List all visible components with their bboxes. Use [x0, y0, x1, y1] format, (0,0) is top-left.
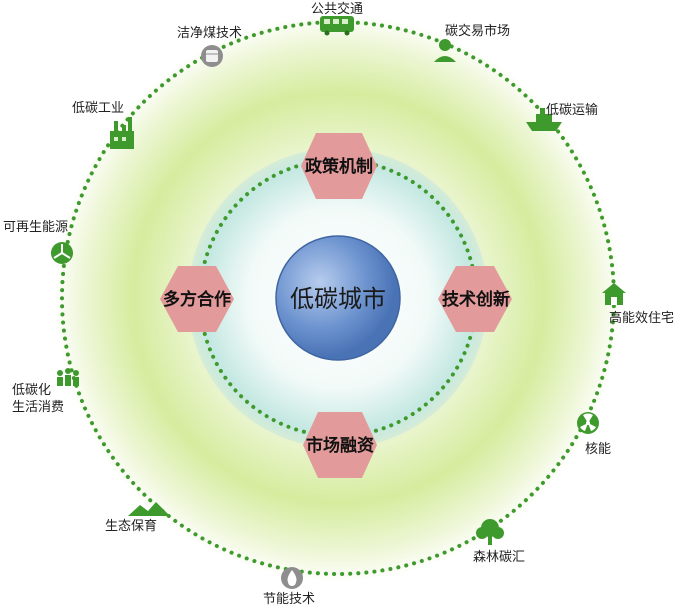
landscape-icon: [128, 502, 170, 516]
label-low-carbon-transport: 低碳运输: [546, 103, 599, 118]
ship-icon: [526, 108, 562, 131]
wind-turbine-icon: [51, 242, 73, 264]
hexagon-bottom: [303, 412, 377, 478]
pillar-top-label: 政策机制: [305, 156, 373, 177]
nuclear-icon: [577, 412, 599, 434]
trader-icon: [434, 39, 456, 62]
label-clean-coal-tech: 洁净煤技术: [177, 26, 243, 41]
label-low-carbon-consumption-1: 低碳化: [12, 383, 52, 398]
label-efficient-housing: 高能效住宅: [609, 311, 675, 326]
hexagon-top: [301, 133, 377, 199]
tree-icon: [476, 519, 504, 545]
label-low-carbon-consumption-2: 生活消费: [12, 400, 65, 415]
hexagon-left: [160, 266, 234, 332]
center-label: 低碳城市: [290, 285, 386, 313]
factory-icon: [110, 117, 134, 149]
coal-icon: [201, 45, 223, 67]
label-nuclear: 核能: [585, 442, 612, 457]
label-renewable-energy: 可再生能源: [3, 220, 69, 235]
bus-icon: [320, 16, 354, 36]
house-icon: [602, 283, 626, 305]
pillar-bottom-label: 市场融资: [306, 435, 374, 456]
label-low-carbon-industry: 低碳工业: [72, 101, 125, 116]
people-icon: [57, 368, 79, 386]
label-eco-protection: 生态保育: [105, 519, 158, 534]
center-sphere: [275, 235, 401, 361]
drop-icon: [281, 567, 303, 589]
pillar-left-label: 多方合作: [163, 289, 231, 310]
label-carbon-market: 碳交易市场: [445, 24, 511, 39]
label-forest-sink: 森林碳汇: [473, 550, 526, 565]
label-public-transport: 公共交通: [311, 2, 364, 17]
label-energy-saving-tech: 节能技术: [263, 592, 316, 607]
hexagon-right: [438, 266, 512, 332]
pillar-right-label: 技术创新: [442, 289, 510, 310]
